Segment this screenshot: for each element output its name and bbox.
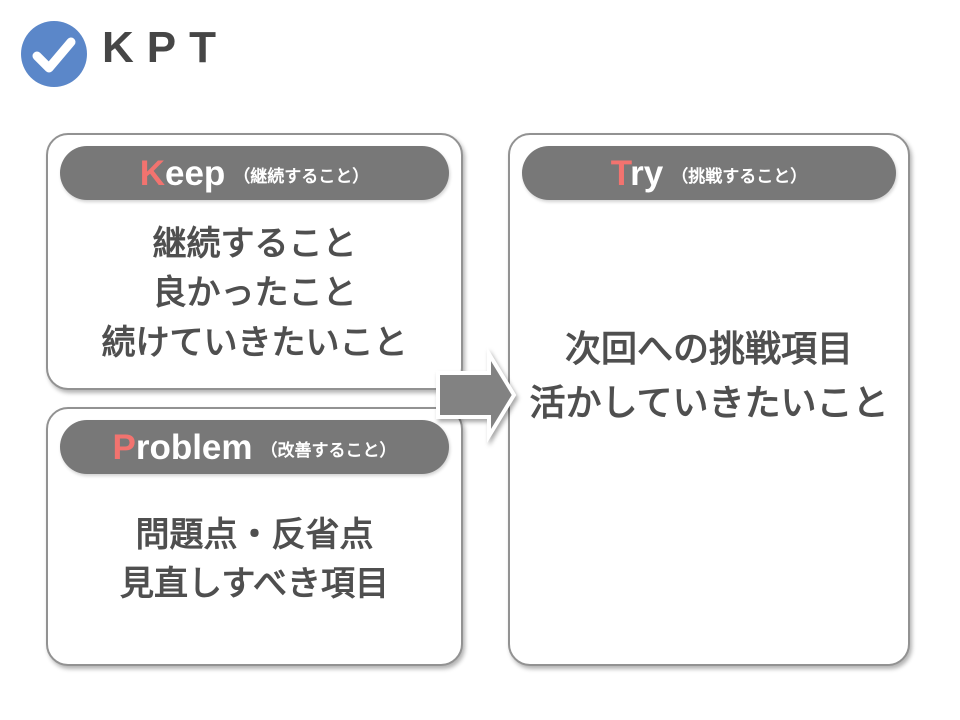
keep-keyword-rest: eep xyxy=(164,153,226,193)
keep-keyword-initial: K xyxy=(139,153,165,193)
try-body-line: 活かしていきたいこと xyxy=(529,382,889,423)
check-circle-icon xyxy=(21,21,87,87)
try-body-line: 次回への挑戦項目 xyxy=(564,328,853,369)
problem-keyword-rest: roblem xyxy=(135,427,253,467)
try-annotation: （挑戦すること） xyxy=(671,167,808,186)
try-card: Try （挑戦すること） 次回への挑戦項目 活かしていきたいこと xyxy=(508,133,910,666)
problem-keyword: Problem xyxy=(112,430,252,465)
try-card-header: Try （挑戦すること） xyxy=(522,146,896,200)
keep-card-header: Keep （継続すること） xyxy=(60,146,449,200)
problem-body-line: 問題点・反省点 xyxy=(135,515,374,554)
try-card-body: 次回への挑戦項目 活かしていきたいこと xyxy=(522,200,896,664)
problem-card-header: Problem （改善すること） xyxy=(60,420,449,474)
keep-annotation: （継続すること） xyxy=(233,167,370,186)
keep-card-body: 継続すること 良かったこと 続けていきたいこと xyxy=(60,200,449,388)
keep-card: Keep （継続すること） 継続すること 良かったこと 続けていきたいこと xyxy=(46,133,463,390)
keep-body-line: 継続すること xyxy=(152,225,357,264)
keep-body-line: 良かったこと xyxy=(152,274,357,313)
problem-card-body: 問題点・反省点 見直しすべき項目 xyxy=(60,474,449,664)
checkmark-glyph xyxy=(32,37,76,73)
problem-body-line: 見直しすべき項目 xyxy=(120,565,389,603)
try-keyword-rest: ry xyxy=(630,153,664,193)
keep-keyword: Keep xyxy=(140,156,226,191)
try-keyword-initial: T xyxy=(610,153,631,193)
problem-card: Problem （改善すること） 問題点・反省点 見直しすべき項目 xyxy=(46,407,463,666)
try-keyword: Try xyxy=(611,156,664,191)
page-title: KPT xyxy=(102,23,229,72)
problem-annotation: （改善すること） xyxy=(260,441,397,460)
keep-body-line: 続けていきたいこと xyxy=(101,323,408,362)
arrow-right-icon xyxy=(436,347,517,443)
problem-keyword-initial: P xyxy=(112,427,136,467)
